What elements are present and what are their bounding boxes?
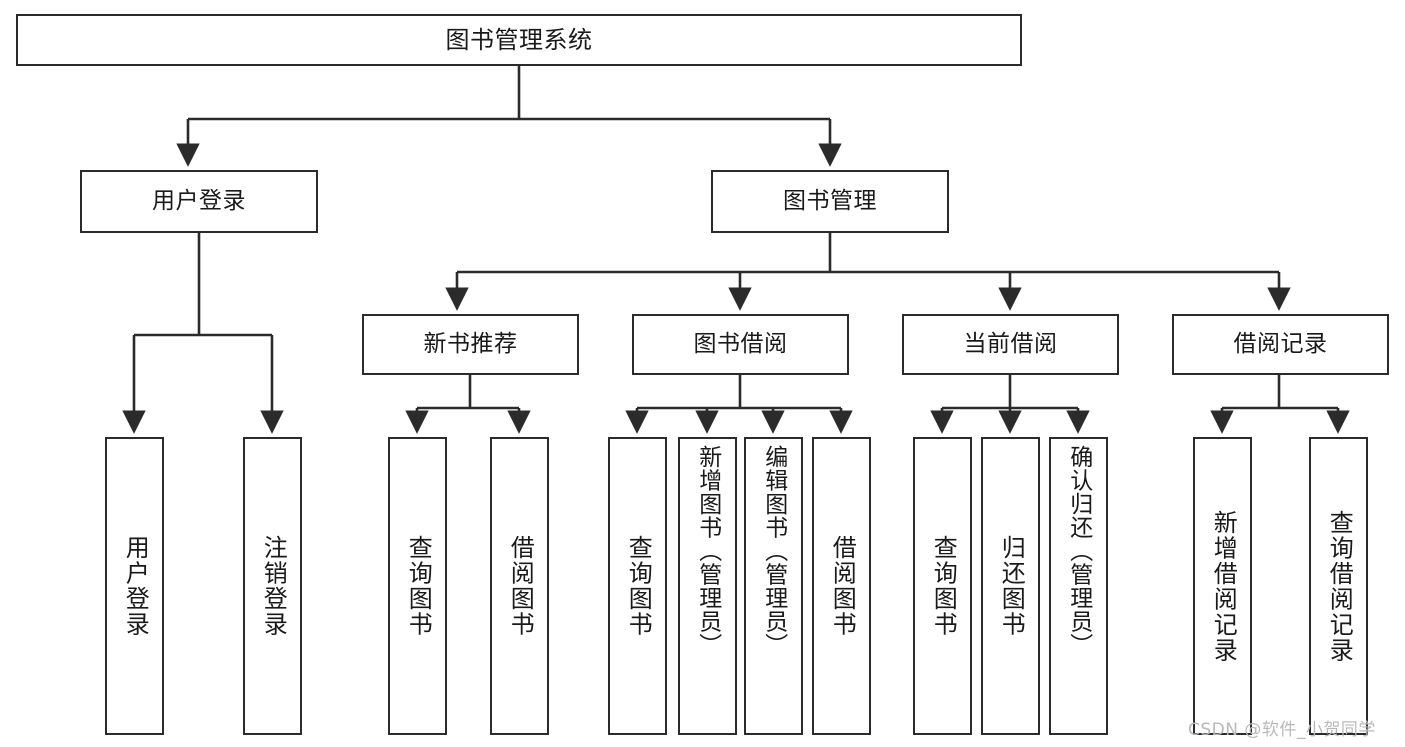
node-label: 新增借阅记录 (1209, 509, 1238, 663)
node-label: 新书推荐 (423, 330, 518, 357)
node-label: 借阅记录 (1233, 330, 1328, 357)
node-leaf-edit-book-admin[interactable]: 编辑图书（管理员） (744, 437, 803, 735)
node-label: 图书借阅 (693, 330, 788, 357)
node-new-book-recommend[interactable]: 新书推荐 (362, 314, 579, 375)
node-book-borrow[interactable]: 图书借阅 (632, 314, 849, 375)
node-label: 图书管理 (783, 187, 877, 214)
node-label: 用户登录 (121, 535, 150, 637)
node-label: 用户登录 (152, 187, 246, 214)
node-leaf-return-book[interactable]: 归还图书 (981, 437, 1040, 735)
node-root-system[interactable]: 图书管理系统 (16, 14, 1022, 66)
node-label: 确认归还（管理员） (1065, 445, 1092, 657)
node-label: 注销登录 (259, 535, 288, 637)
node-leaf-borrow-book-1[interactable]: 借阅图书 (490, 437, 549, 735)
node-leaf-query-book-3[interactable]: 查询图书 (913, 437, 972, 735)
node-label: 编辑图书（管理员） (760, 445, 787, 657)
node-label: 借阅图书 (828, 535, 857, 637)
node-label: 查询图书 (929, 535, 958, 637)
node-leaf-logout-login[interactable]: 注销登录 (243, 437, 302, 735)
node-leaf-borrow-book-2[interactable]: 借阅图书 (812, 437, 871, 735)
node-user-login[interactable]: 用户登录 (80, 170, 318, 233)
node-label: 新增图书（管理员） (694, 445, 721, 657)
node-leaf-add-borrow-record[interactable]: 新增借阅记录 (1193, 437, 1252, 735)
node-label: 查询图书 (624, 535, 653, 637)
node-borrow-record[interactable]: 借阅记录 (1172, 314, 1389, 375)
node-label: 当前借阅 (963, 330, 1058, 357)
node-label: 归还图书 (997, 535, 1026, 637)
node-leaf-query-book-2[interactable]: 查询图书 (608, 437, 667, 735)
node-leaf-confirm-return-admin[interactable]: 确认归还（管理员） (1049, 437, 1108, 735)
node-leaf-user-login[interactable]: 用户登录 (105, 437, 164, 735)
node-label: 图书管理系统 (445, 25, 593, 54)
node-label: 查询图书 (404, 535, 433, 637)
csdn-watermark: CSDN @软件_小贺同学 (1188, 720, 1376, 740)
node-leaf-query-borrow-record[interactable]: 查询借阅记录 (1309, 437, 1368, 735)
node-label: 查询借阅记录 (1325, 509, 1354, 663)
node-leaf-query-book-1[interactable]: 查询图书 (388, 437, 447, 735)
node-label: 借阅图书 (506, 535, 535, 637)
node-book-management[interactable]: 图书管理 (711, 170, 949, 233)
node-current-borrow[interactable]: 当前借阅 (902, 314, 1119, 375)
node-leaf-add-book-admin[interactable]: 新增图书（管理员） (678, 437, 737, 735)
